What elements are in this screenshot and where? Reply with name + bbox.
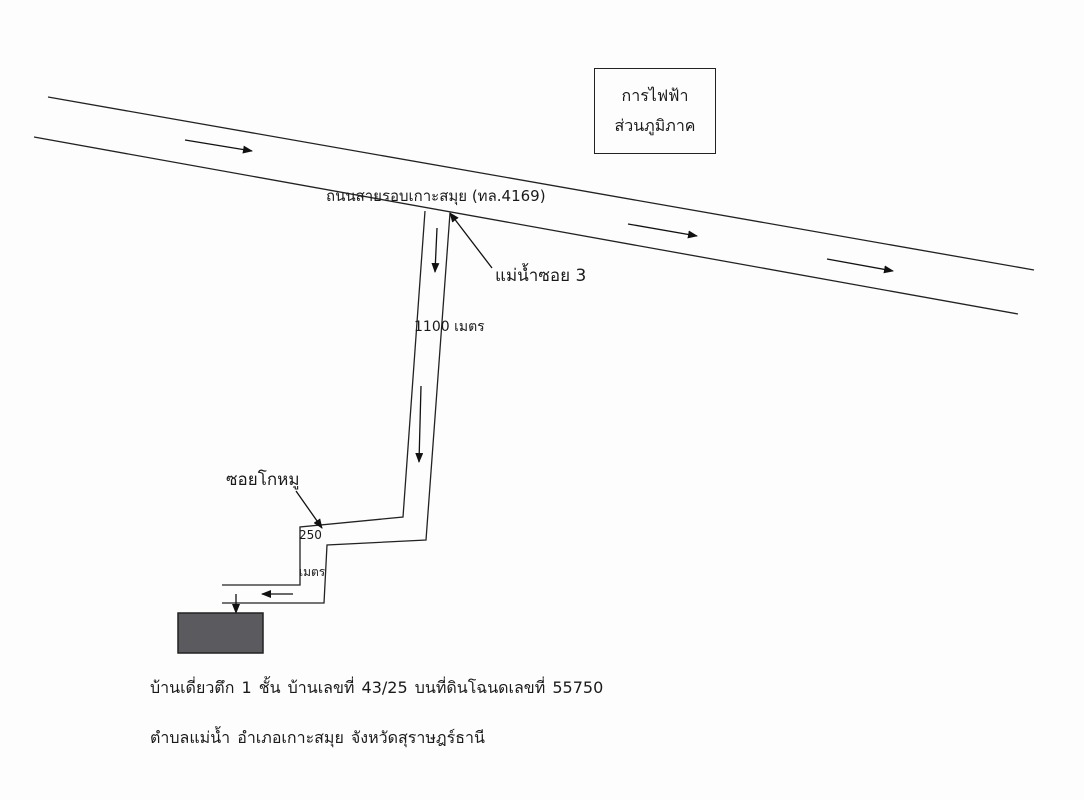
main-road-name: ถนนสายรอบเกาะสมุย (ทล.4169) bbox=[326, 187, 546, 205]
address-line-2: ตำบลแม่น้ำ อำเภอเกาะสมุย จังหวัดสุราษฎร์… bbox=[150, 728, 485, 747]
branch-soi-label: ซอยโกหมู bbox=[226, 470, 300, 490]
road-direction-arrow bbox=[184, 139, 253, 154]
main-road-edge-bottom bbox=[33, 136, 1019, 315]
branch-distance-value: 250 bbox=[299, 528, 322, 542]
landmark-line-1: การไฟฟ้า bbox=[621, 86, 689, 105]
branch-distance-unit: เมตร bbox=[299, 565, 326, 579]
road-direction-arrow bbox=[627, 223, 698, 239]
address-line-1: บ้านเดี่ยวตึก 1 ชั้น บ้านเลขที่ 43/25 บน… bbox=[150, 678, 604, 697]
lane-edge-left bbox=[222, 210, 426, 586]
soi-pointer-line bbox=[295, 490, 323, 529]
house-marker bbox=[177, 612, 264, 654]
pea-landmark-box: การไฟฟ้า ส่วนภูมิภาค bbox=[594, 68, 716, 154]
junction-pointer-line bbox=[449, 212, 493, 269]
lane-distance-label: 1100 เมตร bbox=[414, 319, 485, 335]
lane-direction-arrow bbox=[415, 385, 424, 463]
landmark-line-2: ส่วนภูมิภาค bbox=[614, 116, 696, 135]
junction-label: แม่น้ำซอย 3 bbox=[495, 266, 587, 286]
main-road-edge-top bbox=[47, 96, 1035, 271]
lane-edge-right bbox=[222, 212, 451, 604]
lane-direction-arrow bbox=[431, 227, 440, 273]
road-direction-arrow bbox=[826, 258, 894, 274]
